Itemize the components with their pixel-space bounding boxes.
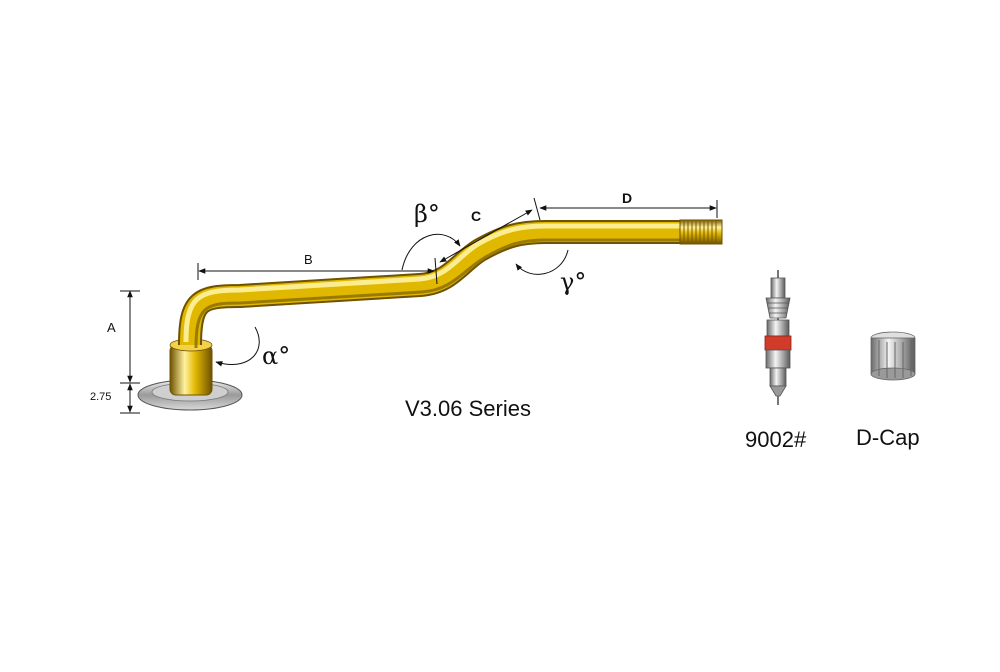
valve-core-9002-illustration xyxy=(764,270,792,405)
part-label-d-cap: D-Cap xyxy=(856,425,920,450)
angle-alpha-label: α° xyxy=(262,342,291,370)
dimension-lines xyxy=(120,197,718,414)
dimension-c-label: C xyxy=(471,208,482,224)
part-label-valve-core: 9002# xyxy=(745,427,807,452)
angle-gamma-label: γ° xyxy=(560,268,587,296)
valve-body xyxy=(169,219,723,396)
angle-beta-label: β° xyxy=(414,200,440,228)
dimension-a-label: A xyxy=(107,320,116,335)
series-title: V3.06 Series xyxy=(405,396,531,421)
dimension-b-label: B xyxy=(304,252,313,267)
dimension-base-height-label: 2.75 xyxy=(90,391,112,403)
dimension-d-label: D xyxy=(622,190,633,206)
d-cap-illustration xyxy=(870,331,916,381)
